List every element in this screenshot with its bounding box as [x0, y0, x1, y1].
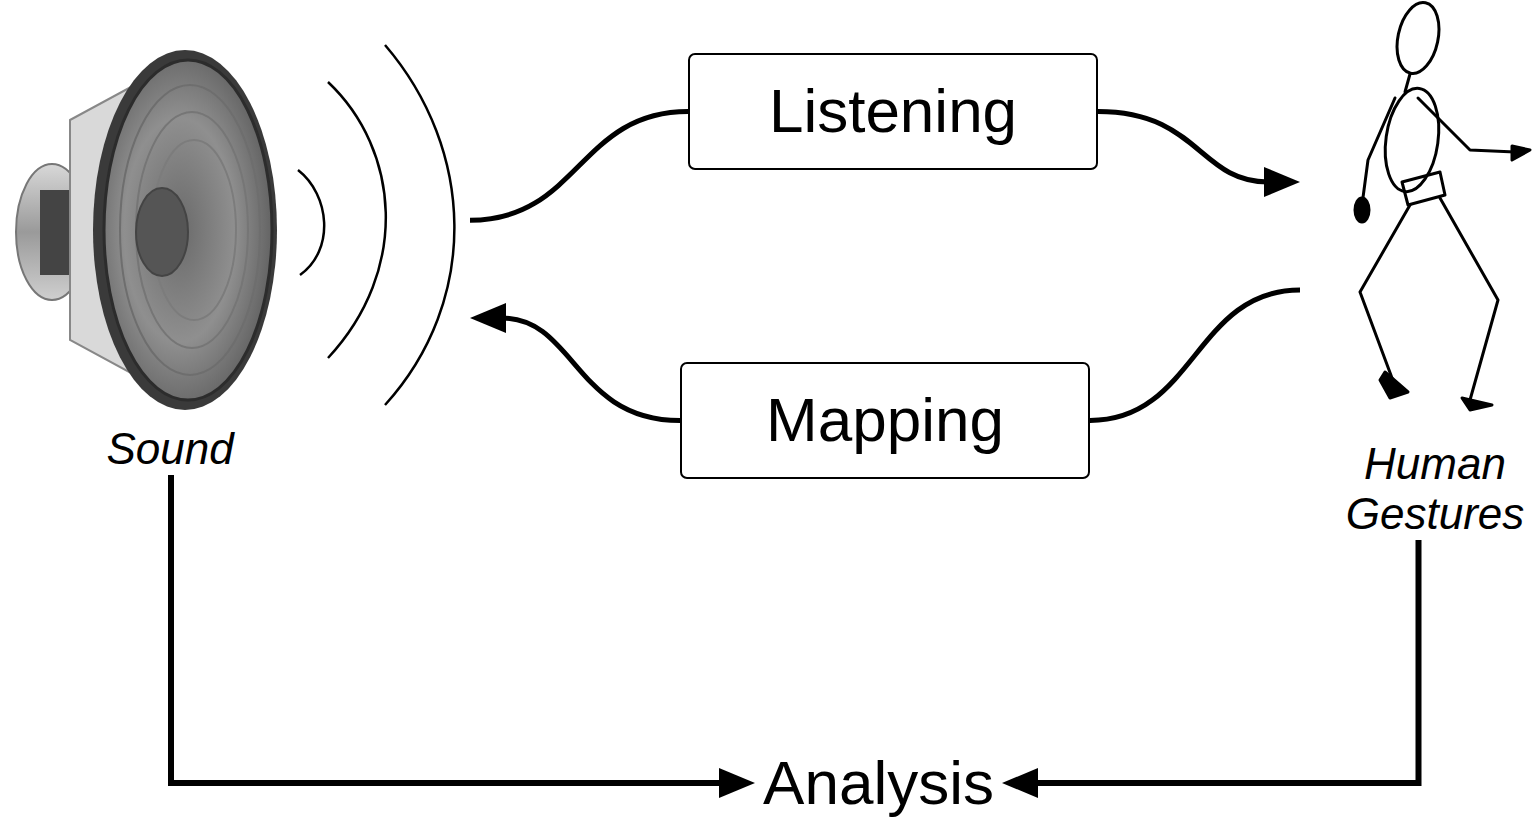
arrowhead [470, 303, 506, 333]
analysis-label: Analysis [755, 745, 1002, 821]
connector [171, 475, 755, 798]
caption: Analysis [763, 747, 994, 818]
sound-waves [298, 45, 454, 405]
connector-line [502, 318, 680, 420]
connector [1090, 290, 1300, 421]
human-figure: Human Gestures [1300, 0, 1537, 540]
connector [1098, 112, 1300, 197]
box-label: Mapping [766, 386, 1004, 454]
box-label: Listening [769, 77, 1017, 145]
connector-line [470, 112, 688, 221]
arrowhead [1002, 768, 1038, 798]
speaker-illustration [16, 50, 277, 410]
connector [1002, 540, 1419, 798]
connector-line [1034, 540, 1419, 783]
stick-figure [1355, 0, 1530, 410]
process-box: Mapping [680, 362, 1090, 479]
process-box: Listening [688, 53, 1098, 170]
connector-line [1090, 290, 1300, 421]
connector [470, 112, 688, 221]
connector [470, 303, 680, 420]
connector-line [171, 475, 723, 783]
caption: Sound [70, 424, 270, 475]
sound-figure: Sound [10, 20, 470, 475]
arrowhead [1264, 167, 1300, 197]
arrowhead [719, 768, 755, 798]
connector-line [1098, 112, 1268, 182]
caption: Human Gestures [1340, 439, 1530, 540]
